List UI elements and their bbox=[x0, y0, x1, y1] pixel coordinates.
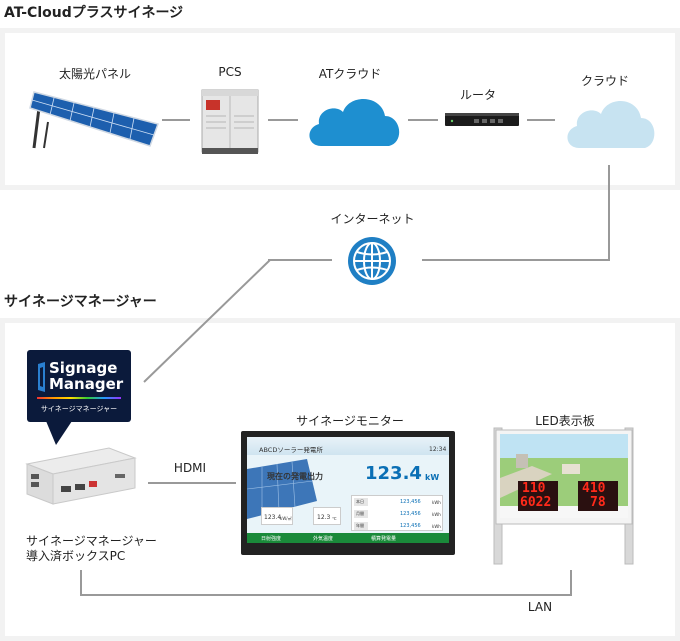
atcloud-icon bbox=[309, 98, 400, 146]
monitor-power-unit: kW bbox=[425, 473, 440, 482]
temperature-value: 12.3 bbox=[317, 514, 331, 521]
energy-row-value: 123,456 bbox=[400, 499, 421, 505]
energy-row-label: 本日 bbox=[356, 499, 364, 504]
monitor-time: 12:34 bbox=[429, 446, 447, 453]
temperature-unit: ℃ bbox=[332, 516, 337, 521]
footer-label: 外気温度 bbox=[313, 536, 334, 542]
led-board-label: LED表示板 bbox=[535, 414, 595, 428]
energy-row-value: 123,456 bbox=[400, 511, 421, 517]
monitor-power-value: 123.4 bbox=[365, 463, 422, 484]
monitor-plant-name: ABCDソーラー発電所 bbox=[259, 446, 323, 454]
router-icon bbox=[445, 113, 519, 126]
energy-row-value: 123,456 bbox=[400, 523, 421, 529]
energy-row-label: 月間 bbox=[356, 511, 364, 516]
pc-label-line1: サイネージマネージャー bbox=[26, 534, 157, 548]
energy-table: 本日 123,456 kWh 月間 123,456 kWh 年間 123,456… bbox=[351, 495, 443, 531]
irradiance-box: 123.4 kW/㎡ bbox=[261, 507, 293, 525]
led-display-left: 110 6022 bbox=[518, 481, 558, 511]
connector-diagonal bbox=[143, 259, 271, 383]
pcs-cabinet-icon bbox=[201, 89, 259, 154]
energy-row-unit: kWh bbox=[432, 524, 441, 529]
footer-label: 日射強度 bbox=[261, 536, 282, 542]
monitor-label: サイネージモニター bbox=[296, 414, 404, 428]
globe-icon bbox=[348, 237, 396, 285]
pc-label-line2: 導入済ボックスPC bbox=[26, 549, 126, 563]
logo-line2: Manager bbox=[49, 375, 124, 393]
hdmi-line bbox=[148, 482, 236, 484]
signage-monitor: ABCDソーラー発電所 12:34 現在の発電出力 123.4 kW 123.4… bbox=[241, 431, 455, 555]
led-digits: 6022 bbox=[520, 495, 552, 510]
irradiance-unit: kW/㎡ bbox=[280, 516, 292, 521]
lan-line bbox=[80, 594, 572, 596]
speech-pointer bbox=[46, 421, 72, 445]
temperature-box: 12.3 ℃ bbox=[313, 507, 341, 525]
connector-line bbox=[422, 259, 610, 261]
logo-sub: サイネージマネージャー bbox=[40, 405, 118, 413]
connector-line bbox=[268, 119, 298, 121]
logo-mark-icon bbox=[38, 362, 45, 392]
led-digits: 410 bbox=[582, 481, 606, 496]
solar-panel-label: 太陽光パネル bbox=[58, 67, 131, 81]
connector-line bbox=[162, 119, 190, 121]
energy-row-unit: kWh bbox=[432, 500, 441, 505]
irradiance-value: 123.4 bbox=[264, 514, 282, 521]
energy-row: 月間 123,456 kWh bbox=[352, 508, 444, 520]
connector-line bbox=[268, 259, 332, 261]
cloud-label: クラウド bbox=[580, 74, 629, 88]
logo-rainbow-bar bbox=[37, 397, 121, 399]
monitor-screen: ABCDソーラー発電所 12:34 現在の発電出力 123.4 kW 123.4… bbox=[247, 437, 449, 543]
hdmi-label: HDMI bbox=[173, 461, 207, 475]
monitor-power-label: 現在の発電出力 bbox=[267, 472, 323, 481]
connector-line bbox=[527, 119, 555, 121]
led-digits: 110 bbox=[522, 481, 546, 496]
led-digits: 78 bbox=[590, 495, 606, 510]
footer-label: 積算発電量 bbox=[371, 536, 397, 542]
connector-line bbox=[608, 165, 610, 261]
atcloud-panel bbox=[0, 28, 680, 190]
signage-section-title: サイネージマネージャー bbox=[4, 294, 157, 310]
energy-row-label: 年間 bbox=[356, 523, 364, 528]
atcloud-label: ATクラウド bbox=[318, 67, 382, 81]
monitor-footer: 日射強度 外気温度 積算発電量 bbox=[247, 533, 449, 543]
atcloud-section-title: AT-Cloudプラスサイネージ bbox=[4, 5, 184, 21]
lan-label: LAN bbox=[527, 600, 553, 614]
cloud-icon bbox=[567, 100, 655, 148]
pcs-label: PCS bbox=[218, 65, 242, 79]
internet-label: インターネット bbox=[330, 212, 415, 226]
lan-line bbox=[80, 570, 82, 596]
lan-line bbox=[570, 570, 572, 596]
signage-manager-logo: Signage Manager サイネージマネージャー bbox=[27, 350, 131, 422]
led-display-right: 410 78 bbox=[578, 481, 618, 511]
energy-row-unit: kWh bbox=[432, 512, 441, 517]
energy-row: 本日 123,456 kWh bbox=[352, 496, 444, 508]
monitor-solar-image bbox=[247, 459, 317, 519]
solar-panel-icon bbox=[29, 91, 159, 149]
logo-line1: Signage bbox=[49, 359, 118, 377]
box-pc-icon bbox=[25, 447, 137, 505]
router-label: ルータ bbox=[459, 88, 496, 102]
energy-row: 年間 123,456 kWh bbox=[352, 520, 444, 532]
connector-line bbox=[408, 119, 438, 121]
